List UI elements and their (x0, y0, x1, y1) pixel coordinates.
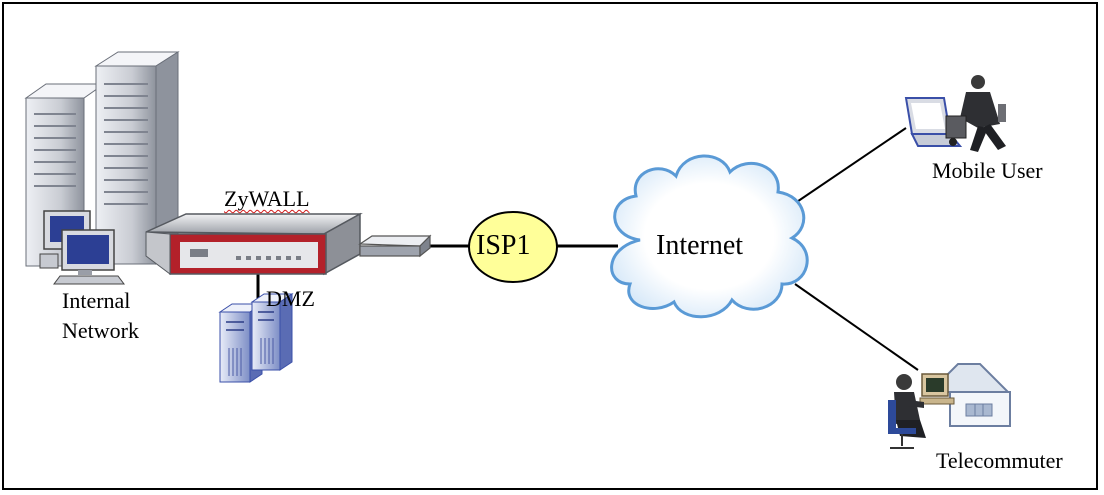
isp-node (468, 211, 558, 283)
dmz-label: DMZ (266, 286, 315, 311)
cloud-icon (610, 154, 809, 319)
firewall-appliance-icon (145, 212, 363, 276)
desktop-computer-icon (39, 210, 125, 285)
isp-label: ISP1 (476, 230, 531, 261)
dmz-server-icon (218, 293, 294, 383)
laptop-traveler-icon (904, 75, 1006, 152)
telecommuter-label: Telecommuter (936, 448, 1063, 473)
modem-icon (358, 234, 432, 258)
internal-network-label-line1: Internal (62, 288, 131, 313)
link-internet-telecommuter (794, 283, 919, 371)
zywall-label: ZyWALL (224, 186, 310, 211)
mobile-user-label: Mobile User (932, 158, 1043, 183)
link-internet-mobile (781, 127, 907, 213)
internet-label: Internet (656, 230, 744, 261)
internal-network-label-line2: Network (62, 318, 139, 343)
diagram-frame (2, 2, 1098, 490)
home-office-icon (888, 363, 1011, 449)
